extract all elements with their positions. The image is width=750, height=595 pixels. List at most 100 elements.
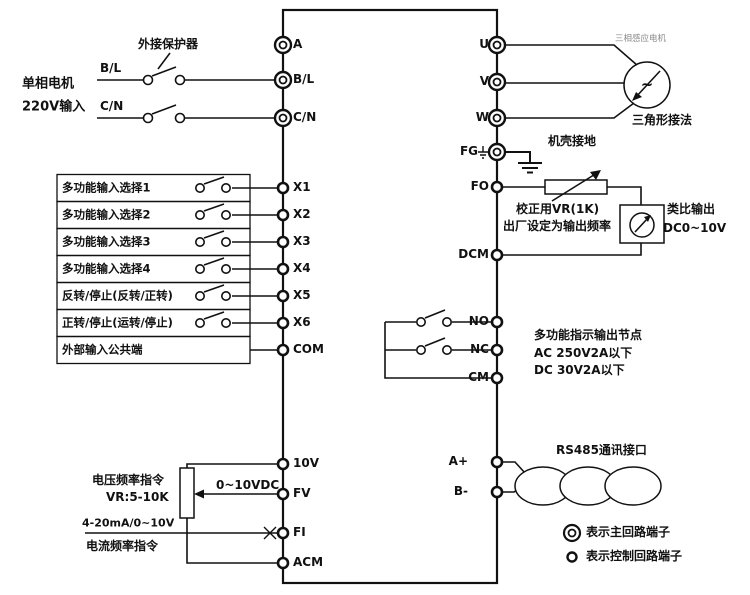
motor-output-wiring [505,44,671,119]
meter-needle-icon [644,215,651,222]
terminal-x5-label: X5 [293,288,311,303]
connector-icon [604,466,662,506]
motor-arrowhead-icon [632,92,642,101]
current-freq-cmd-label: 电流频率指令 [86,539,159,554]
motor-arrow-icon [634,70,661,99]
breaker-lever-icon [151,104,177,115]
input-row-label-5: 反转/停止(反转/正转) [62,288,173,303]
terminal-fv-label: FV [293,486,311,501]
voltage-freq-cmd-label: 电压频率指令 [92,473,165,488]
terminal-x6-label: X6 [293,315,311,330]
potentiometer-icon [179,467,195,519]
terminal-dcm-label: DCM [458,247,489,262]
terminal-a-label: A [293,37,303,52]
analog-range-label: DC0~10V [663,221,727,236]
terminal-v-label: V [479,74,489,89]
relay-title-label: 多功能指示输出节点 [534,328,643,343]
legend-symbols [562,523,582,563]
terminal-aplus-label: A+ [448,454,468,469]
terminal-x2-label: X2 [293,207,311,222]
input-row-label-6: 正转/停止(运转/停止) [62,315,173,330]
switch-lever-icon [203,284,225,293]
vr-arrow-icon [590,170,601,180]
input-row-label-3: 多功能输入选择3 [62,234,151,249]
terminal-nc-label: NC [470,342,489,357]
contact-icon [415,344,426,355]
legend-control-terminal-icon [566,551,578,563]
input-switch-wiring [195,176,278,351]
contact-lever-icon [424,337,446,347]
phase-bl-label: B/L [100,61,122,76]
vr-resistor-icon [544,179,608,195]
breaker-contact-icon [142,112,154,124]
motor-symbol: ~ [640,75,654,94]
input-row-label-1: 多功能输入选择1 [62,180,151,195]
legend-control-label: 表示控制回路端子 [586,549,683,564]
wiper-arrow-icon [194,489,204,499]
legend-main-terminal-icon [562,523,582,543]
single-phase-motor-label: 单相电机 [22,76,75,92]
ground-icon [505,151,542,174]
terminal-cn-label: C/N [293,110,317,125]
chassis-ground-wiring [478,146,542,174]
switch-lever-icon [203,203,225,212]
breaker-contact-icon [174,74,186,86]
terminal-fg-label: FG [459,144,478,159]
terminal-x1-label: X1 [293,180,311,195]
rs485-wiring [503,461,662,506]
input-row-label-4: 多功能输入选择4 [62,261,151,276]
breaker-lever-icon [151,66,177,77]
relay-dc-rating-label: DC 30V2A以下 [534,363,625,378]
junction-cross-icon [263,526,277,540]
analog-output-wiring [503,170,665,256]
calibration-vr-label: 校正用VR(1K) [516,202,600,217]
0-10vdc-label: 0~10VDC [216,478,280,493]
relay-ac-rating-label: AC 250V2A以下 [534,346,633,361]
rs485-label: RS485通讯接口 [556,443,647,458]
vr-5-10k-label: VR:5-10K [106,490,169,505]
control-circuit-terminals [276,180,504,570]
terminal-u-label: U [479,37,489,52]
frequency-command-wiring [85,463,278,564]
terminal-bl-label: B/L [293,72,315,87]
switch-lever-icon [203,230,225,239]
terminal-x3-label: X3 [293,234,311,249]
external-protector-label: 外接保护器 [138,37,199,52]
meter-icon [629,212,655,238]
main-circuit-terminals [273,35,507,162]
contact-icon [441,316,452,327]
motor-caption-label: 三相感应电机 [615,34,667,45]
chassis-ground-label: 机壳接地 [548,134,597,149]
contact-icon [415,316,426,327]
analog-output-label: 类比输出 [667,202,716,217]
factory-setting-label: 出厂设定为输出频率 [503,219,612,234]
terminal-fi-label: FI [293,525,306,540]
relay-output-wiring [384,309,492,379]
terminal-acm-label: ACM [293,555,324,570]
contact-icon [441,344,452,355]
protector-leader-line [157,52,171,70]
terminal-10v-label: 10V [293,456,319,471]
breaker-contact-icon [174,112,186,124]
terminal-fo-label: FO [470,179,489,194]
contact-lever-icon [424,309,446,319]
input-row-label-7: 外部输入公共端 [62,342,143,357]
fg-ground-glyph-icon [478,146,488,159]
legend-main-label: 表示主回路端子 [586,525,671,540]
terminal-w-label: W [475,110,489,125]
terminal-x4-label: X4 [293,261,311,276]
switch-lever-icon [203,257,225,266]
input-row-label-2: 多功能输入选择2 [62,207,151,222]
delta-connection-label: 三角形接法 [632,113,693,128]
switch-lever-icon [203,311,225,320]
phase-cn-label: C/N [100,99,124,114]
motor-icon [623,61,671,109]
power-input-wiring [97,52,275,124]
terminal-no-label: NO [468,314,489,329]
breaker-contact-icon [142,74,154,86]
4-20ma-label: 4-20mA/0~10V [82,516,175,530]
meter-box-icon [619,204,665,244]
terminal-com-label: COM [293,342,324,357]
